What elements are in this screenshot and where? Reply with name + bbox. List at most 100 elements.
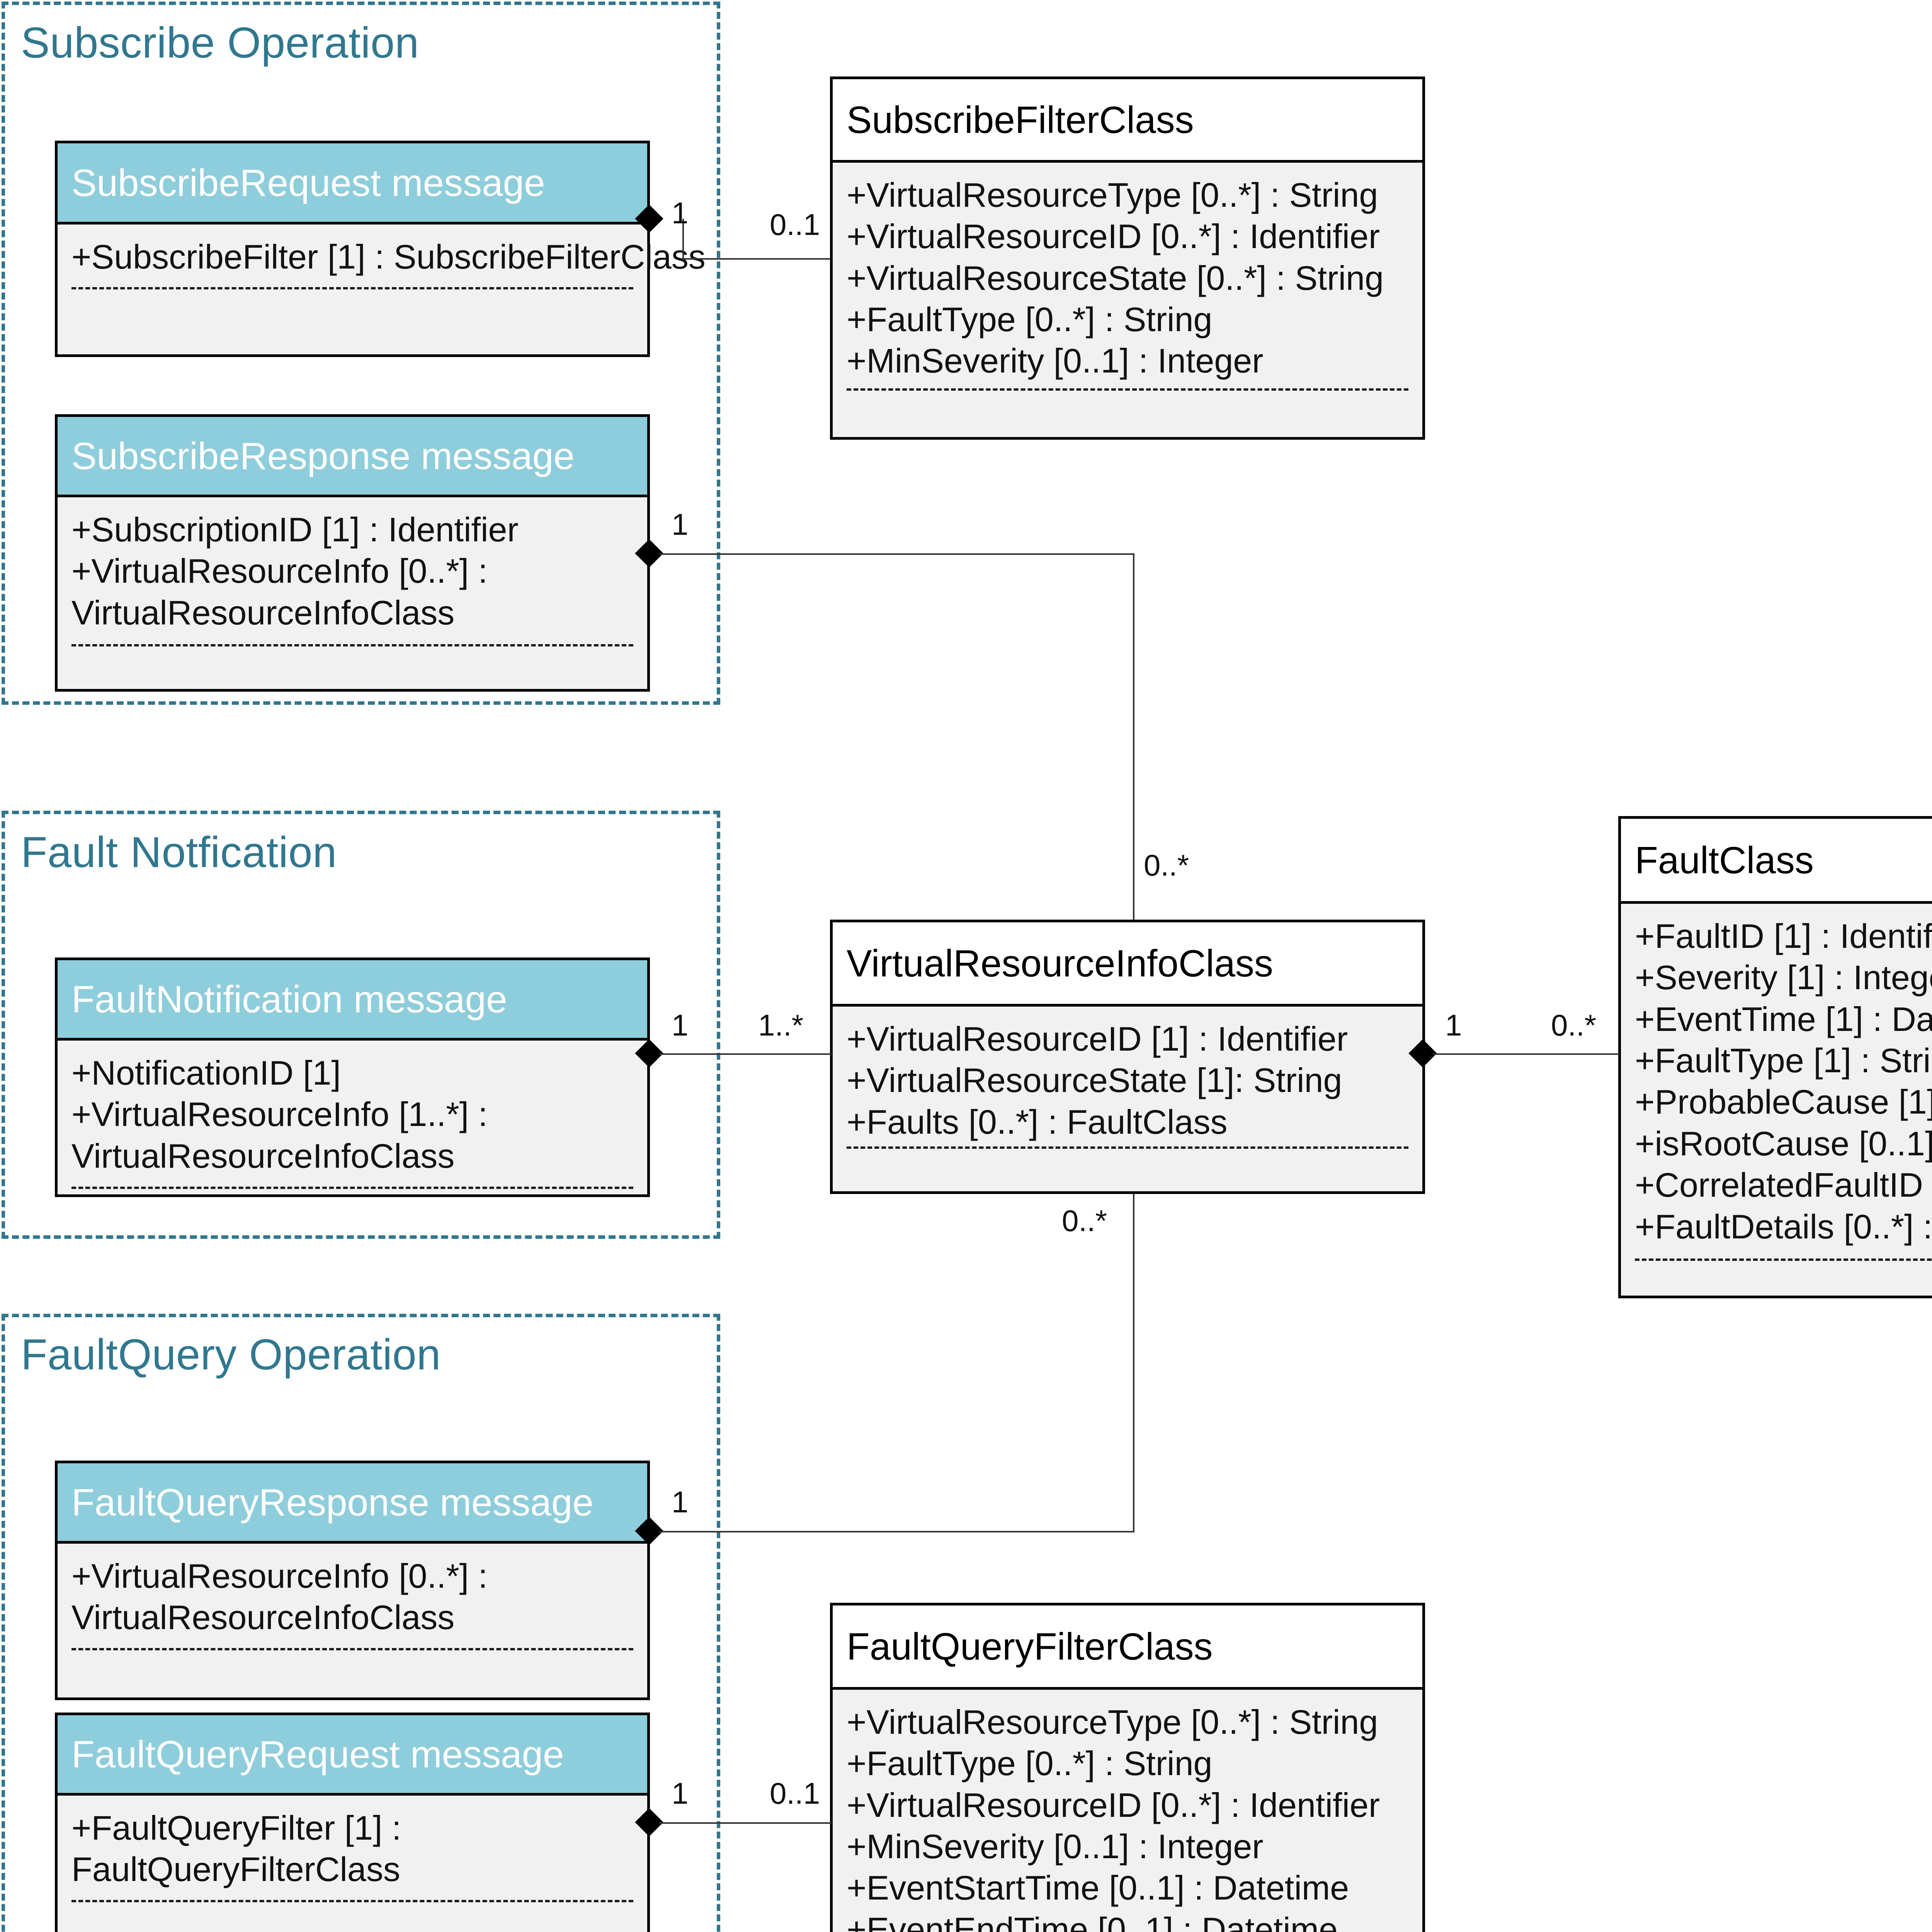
box-subscribe-filter-class: SubscribeFilterClass +VirtualResourceTyp… (830, 77, 1425, 440)
connector-segment (1133, 1194, 1134, 1532)
group-fault-notification (2, 811, 720, 1239)
box-title: FaultNotification message (71, 978, 507, 1020)
box-title: VirtualResourceInfoClass (847, 942, 1273, 985)
box-subscribe-request-message: SubscribeRequest message +SubscribeFilte… (55, 141, 706, 357)
group-title-fault-query-operation: FaultQuery Operation (21, 1330, 441, 1379)
box-header: FaultClass (1621, 819, 1932, 904)
multiplicity-label: 0..* (1062, 1204, 1107, 1238)
box-attributes: +VirtualResourceType [0..*] : String +Vi… (833, 163, 1422, 382)
box-title: SubscribeFilterClass (847, 98, 1194, 141)
box-fault-query-filter-class: FaultQueryFilterClass +VirtualResourceTy… (830, 1603, 1425, 1932)
attribute-row: +VirtualResourceType [0..*] : String (847, 176, 1378, 214)
multiplicity-label: 0..* (1551, 1008, 1597, 1042)
attribute-row: +Severity [1] : Integer (1635, 958, 1932, 997)
attribute-row: +FaultDetails [0..*] : Key-Value pairs (1635, 1207, 1932, 1246)
attribute-separator (71, 1900, 633, 1902)
attribute-row: +VirtualResourceID [0..*] : Identifier (847, 1786, 1380, 1824)
attribute-row: +FaultQueryFilter [1] : FaultQueryFilter… (71, 1809, 401, 1889)
attribute-separator (847, 388, 1408, 391)
box-fault-class: FaultClass +FaultID [1] : Identifier +Se… (1618, 816, 1932, 1298)
multiplicity-label: 1 (672, 507, 689, 541)
box-title: SubscribeRequest message (71, 161, 545, 204)
multiplicity-label: 1 (672, 1008, 689, 1042)
box-header: SubscribeResponse message (58, 417, 647, 497)
multiplicity-label: 1 (672, 1485, 689, 1519)
box-header: SubscribeFilterClass (833, 79, 1422, 163)
group-title-subscribe-operation: Subscribe Operation (21, 19, 419, 67)
attribute-row: +FaultID [1] : Identifier (1635, 917, 1932, 955)
box-header: FaultQueryResponse message (58, 1463, 647, 1544)
attribute-separator (1635, 1259, 1932, 1261)
connector-segment (659, 1822, 832, 1824)
box-attributes: +VirtualResourceType [0..*] : String +Fa… (833, 1690, 1422, 1932)
box-header: SubscribeRequest message (58, 143, 647, 224)
box-title: FaultClass (1635, 838, 1814, 881)
attribute-row: +VirtualResourceInfo [0..*] : VirtualRes… (71, 552, 488, 632)
attribute-row: +VirtualResourceID [1] : Identifier (847, 1020, 1348, 1058)
attribute-row: +VirtualResourceInfo [1..*] : VirtualRes… (71, 1095, 488, 1175)
box-attributes: +FaultQueryFilter [1] : FaultQueryFilter… (58, 1796, 626, 1890)
attribute-row: +MinSeverity [0..1] : Integer (847, 342, 1264, 380)
connector-segment (1133, 553, 1134, 920)
attribute-separator (71, 644, 633, 646)
attribute-row: +ProbableCause [1] (1635, 1083, 1932, 1121)
attribute-row: +FaultType [0..*] : String (847, 300, 1213, 339)
multiplicity-label: 1 (672, 196, 689, 230)
attribute-row: +VirtualResourceInfo [0..*] : VirtualRes… (71, 1557, 488, 1637)
box-attributes: +NotificationID [1] +VirtualResourceInfo… (58, 1041, 626, 1177)
box-fault-query-request-message: FaultQueryRequest message +FaultQueryFil… (55, 1713, 650, 1932)
attribute-row: +NotificationID [1] (71, 1054, 341, 1092)
box-header: VirtualResourceInfoClass (833, 922, 1422, 1007)
attribute-row: +SubscribeFilter [1] : SubscribeFilterCl… (71, 238, 706, 276)
box-attributes: +VirtualResourceID [1] : Identifier +Vir… (833, 1007, 1422, 1143)
multiplicity-label: 0..1 (770, 207, 820, 242)
box-virtual-resource-info-class: VirtualResourceInfoClass +VirtualResourc… (830, 920, 1425, 1194)
attribute-row: +VirtualResourceType [0..*] : String (847, 1703, 1378, 1741)
attribute-row: +FaultType [1] : String (1635, 1041, 1932, 1080)
group-subscribe-operation (2, 2, 720, 705)
box-attributes: +SubscriptionID [1] : Identifier +Virtua… (58, 497, 626, 634)
multiplicity-label: 1 (1445, 1008, 1462, 1042)
multiplicity-label: 1..* (758, 1008, 804, 1042)
box-attributes: +FaultID [1] : Identifier +Severity [1] … (1621, 904, 1932, 1247)
group-fault-query-operation (2, 1314, 720, 1932)
multiplicity-label: 0..* (1144, 848, 1189, 882)
box-header: FaultQueryFilterClass (833, 1605, 1422, 1690)
attribute-row: +EventEndTime [0..1] : Datetime (847, 1910, 1338, 1932)
multiplicity-label: 1 (672, 1776, 689, 1810)
multiplicity-label: 0..1 (770, 1776, 820, 1810)
group-title-fault-notification: Fault Notfication (21, 828, 337, 876)
box-fault-notification-message: FaultNotification message +NotificationI… (55, 957, 650, 1197)
connector-segment (1433, 1053, 1620, 1055)
attribute-row: +SubscriptionID [1] : Identifier (71, 510, 519, 549)
connector-segment (659, 1531, 1134, 1532)
box-header: FaultQueryRequest message (58, 1715, 647, 1796)
box-attributes: +SubscribeFilter [1] : SubscribeFilterCl… (58, 224, 706, 278)
attribute-separator (847, 1146, 1408, 1149)
attribute-separator (71, 287, 633, 289)
attribute-separator (71, 1187, 633, 1189)
box-fault-query-response-message: FaultQueryResponse message +VirtualResou… (55, 1461, 650, 1700)
attribute-row: +isRootCause [0..1] : Boolean (1635, 1124, 1932, 1163)
attribute-row: +MinSeverity [0..1] : Integer (847, 1827, 1264, 1866)
box-title: SubscribeResponse message (71, 434, 575, 477)
attribute-row: +EventTime [1] : Datetime (1635, 1000, 1932, 1038)
connector-segment (682, 258, 831, 260)
connector-segment (659, 553, 1134, 555)
box-subscribe-response-message: SubscribeResponse message +SubscriptionI… (55, 414, 650, 692)
box-attributes: +VirtualResourceInfo [0..*] : VirtualRes… (58, 1544, 626, 1638)
box-title: FaultQueryRequest message (71, 1733, 564, 1776)
attribute-row: +FaultType [0..*] : String (847, 1744, 1213, 1783)
attribute-row: +VirtualResourceState [1]: String (847, 1061, 1342, 1100)
box-title: FaultQueryResponse message (71, 1481, 594, 1524)
connector-segment (659, 1053, 832, 1055)
attribute-row: +EventStartTime [0..1] : Datetime (847, 1869, 1349, 1907)
connector-segment (682, 219, 684, 259)
attribute-row: +Faults [0..*] : FaultClass (847, 1102, 1228, 1141)
attribute-separator (71, 1648, 633, 1650)
attribute-row: +CorrelatedFaultID [0..*] : Identifier (1635, 1166, 1932, 1204)
box-header: FaultNotification message (58, 960, 647, 1041)
attribute-row: +VirtualResourceState [0..*] : String (847, 259, 1384, 297)
attribute-row: +VirtualResourceID [0..*] : Identifier (847, 217, 1380, 256)
